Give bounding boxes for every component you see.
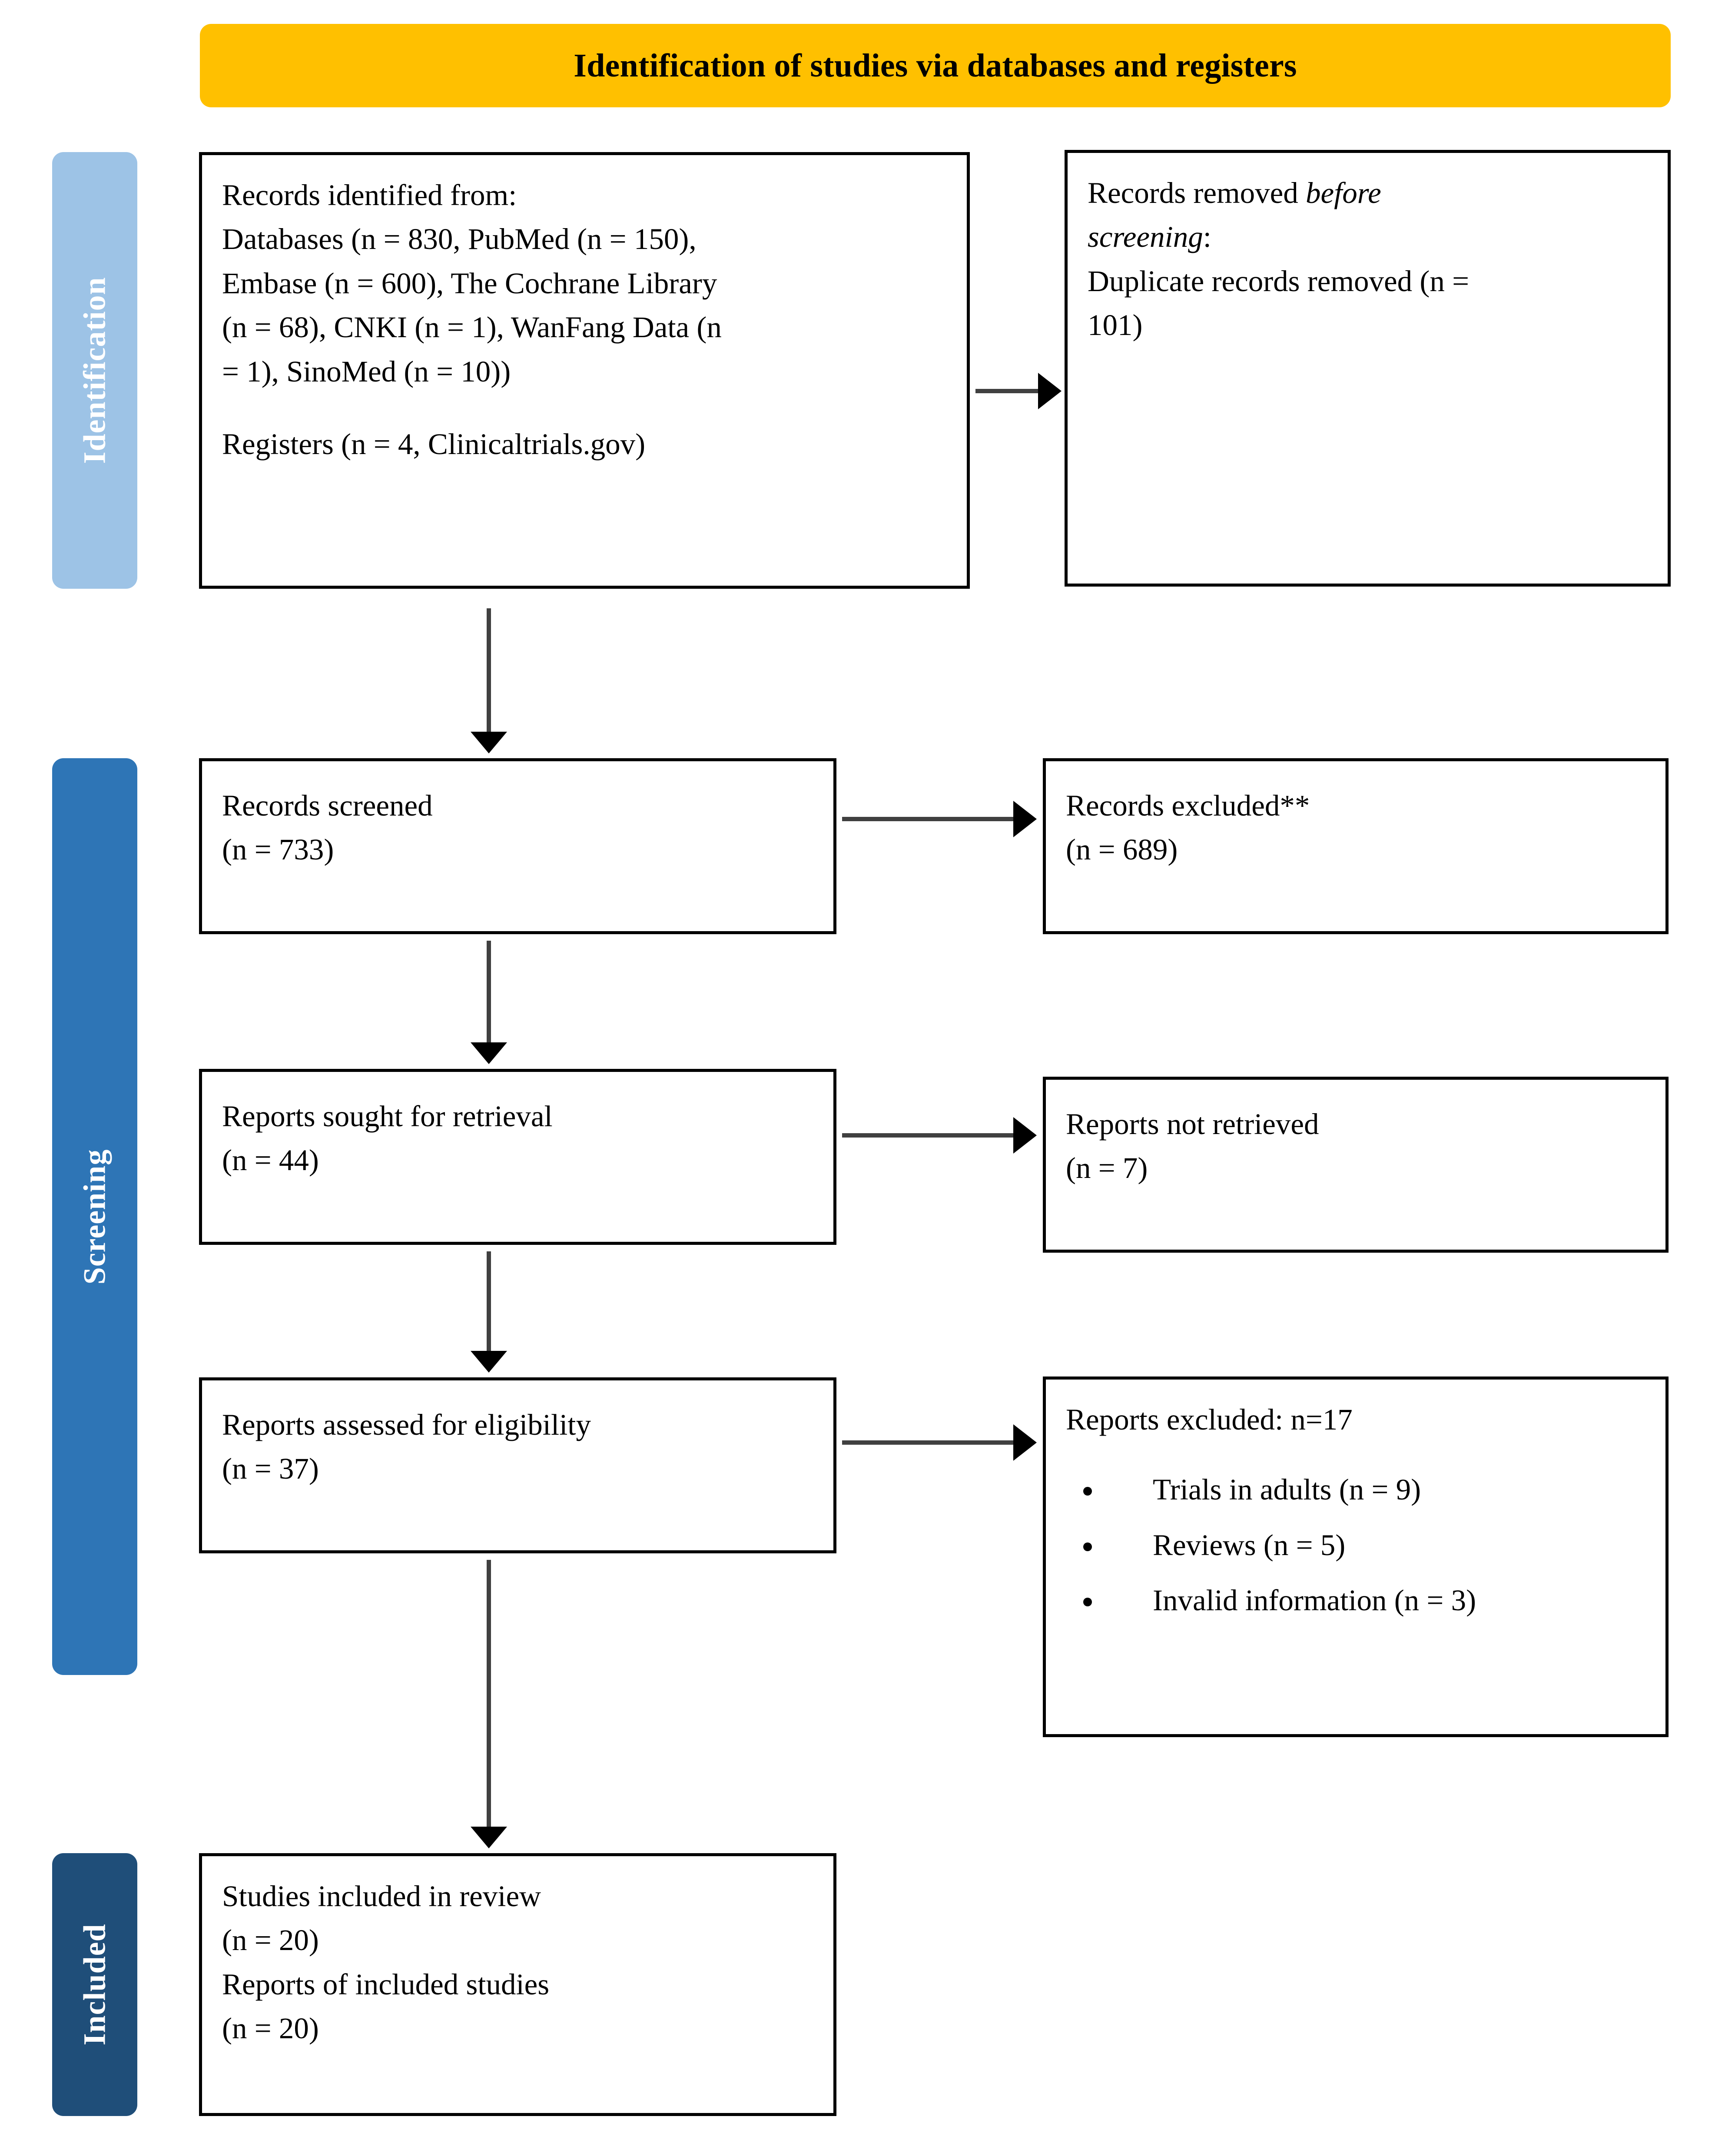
list-item: Invalid information (n = 3) <box>1066 1579 1645 1622</box>
arrow-identified-to-removed <box>975 389 1041 393</box>
stage-label-identification: Identification <box>52 152 137 589</box>
records-removed-line-1: Records removed before <box>1088 171 1648 215</box>
records-removed-line-2: screening: <box>1088 215 1648 259</box>
records-removed-colon: : <box>1203 220 1211 254</box>
records-screened-label: Records screened <box>222 789 433 822</box>
records-removed-emphasis-screening: screening <box>1088 220 1203 254</box>
reports-not-retrieved-count: (n = 7) <box>1066 1151 1148 1185</box>
box-reports-not-retrieved: Reports not retrieved (n = 7) <box>1043 1077 1669 1253</box>
records-identified-line-4: (n = 68), CNKI (n = 1), WanFang Data (n <box>222 311 722 344</box>
reports-excluded-reason-1: Trials in adults (n = 9) <box>1153 1473 1421 1506</box>
reports-not-retrieved-label: Reports not retrieved <box>1066 1108 1319 1141</box>
records-removed-text-a: Records removed <box>1088 176 1306 209</box>
arrow-sought-to-assessed <box>487 1251 491 1353</box>
studies-included-label: Studies included in review <box>222 1880 541 1913</box>
bullet-icon <box>1083 1598 1092 1607</box>
list-item: Reviews (n = 5) <box>1066 1523 1645 1567</box>
arrow-assessed-to-reports-excluded <box>842 1440 1016 1445</box>
arrow-identified-to-screened <box>487 608 491 734</box>
box-reports-assessed: Reports assessed for eligibility (n = 37… <box>199 1377 836 1553</box>
reports-excluded-reason-3: Invalid information (n = 3) <box>1153 1584 1476 1617</box>
box-reports-sought: Reports sought for retrieval (n = 44) <box>199 1069 836 1245</box>
reports-assessed-count: (n = 37) <box>222 1452 319 1486</box>
bullet-icon <box>1083 1542 1092 1551</box>
stage-label-identification-text: Identification <box>77 277 112 464</box>
reports-assessed-label: Reports assessed for eligibility <box>222 1408 591 1441</box>
box-records-removed: Records removed before screening: Duplic… <box>1065 150 1671 587</box>
records-screened-count: (n = 733) <box>222 833 334 866</box>
box-records-excluded: Records excluded** (n = 689) <box>1043 758 1669 934</box>
reports-sought-label: Reports sought for retrieval <box>222 1100 553 1133</box>
stage-label-screening-text: Screening <box>77 1149 112 1284</box>
reports-excluded-reason-list: Trials in adults (n = 9) Reviews (n = 5)… <box>1066 1468 1645 1622</box>
stage-label-screening: Screening <box>52 758 137 1675</box>
stage-label-included-text: Included <box>77 1924 112 2046</box>
box-reports-excluded: Reports excluded: n=17 Trials in adults … <box>1043 1377 1669 1737</box>
reports-excluded-reason-2: Reviews (n = 5) <box>1153 1528 1346 1562</box>
records-removed-emphasis-before: before <box>1306 176 1381 209</box>
reports-included-count: (n = 20) <box>222 2012 319 2045</box>
bullet-icon <box>1083 1487 1092 1496</box>
records-identified-line-5: = 1), SinoMed (n = 10)) <box>222 355 511 388</box>
arrow-assessed-to-included <box>487 1560 491 1829</box>
page-title: Identification of studies via databases … <box>574 47 1297 84</box>
reports-included-label: Reports of included studies <box>222 1967 550 2001</box>
records-identified-line-1: Records identified from: <box>222 179 517 212</box>
reports-excluded-heading: Reports excluded: n=17 <box>1066 1403 1353 1436</box>
arrow-screened-to-sought <box>487 941 491 1045</box>
records-identified-line-2: Databases (n = 830, PubMed (n = 150), <box>222 222 697 256</box>
records-removed-line-3: Duplicate records removed (n = <box>1088 264 1470 298</box>
reports-sought-count: (n = 44) <box>222 1144 319 1177</box>
records-identified-line-3: Embase (n = 600), The Cochrane Library <box>222 266 717 300</box>
diagram-header-banner: Identification of studies via databases … <box>200 24 1671 107</box>
list-item: Trials in adults (n = 9) <box>1066 1468 1645 1512</box>
box-records-screened: Records screened (n = 733) <box>199 758 836 934</box>
stage-label-included: Included <box>52 1853 137 2116</box>
box-records-identified: Records identified from: Databases (n = … <box>199 152 970 589</box>
arrow-sought-to-not-retrieved <box>842 1133 1016 1138</box>
box-studies-included: Studies included in review (n = 20) Repo… <box>199 1853 836 2116</box>
records-identified-registers: Registers (n = 4, Clinicaltrials.gov) <box>222 428 646 461</box>
records-removed-line-4: 101) <box>1088 308 1143 342</box>
records-excluded-count: (n = 689) <box>1066 833 1178 866</box>
studies-included-count: (n = 20) <box>222 1924 319 1957</box>
records-excluded-label: Records excluded** <box>1066 789 1310 822</box>
arrow-screened-to-excluded <box>842 817 1016 821</box>
